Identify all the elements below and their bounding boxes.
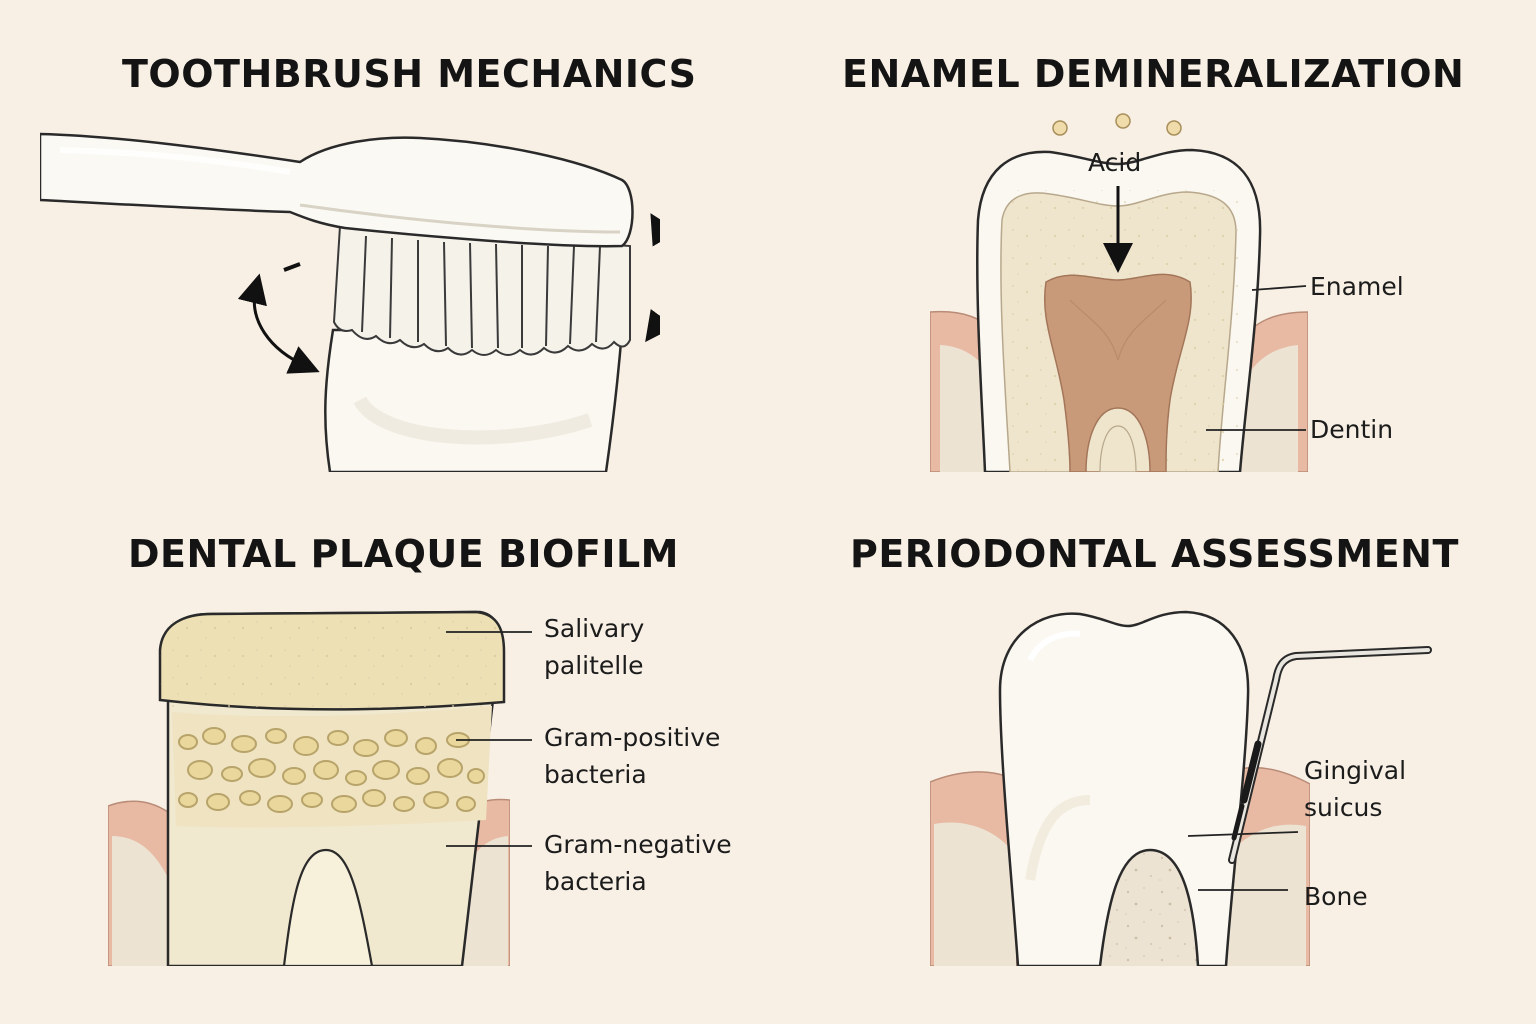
bone-label: Bone bbox=[1304, 882, 1368, 911]
motion-arrows bbox=[237, 213, 660, 374]
gram-positive-label-line2: bacteria bbox=[544, 760, 647, 789]
enamel-label: Enamel bbox=[1310, 272, 1404, 301]
gingival-label-line2: suicus bbox=[1304, 793, 1383, 822]
enamel-panel bbox=[930, 113, 1308, 472]
enamel-leader bbox=[1251, 285, 1307, 291]
dental-plaque-biofilm-title: DENTAL PLAQUE BIOFILM bbox=[128, 532, 679, 576]
acid-label: Acid bbox=[1088, 148, 1142, 177]
acid-particles bbox=[1052, 113, 1182, 136]
toothbrush-panel bbox=[40, 132, 660, 472]
periodontal-assessment-title: PERIODONTAL ASSESSMENT bbox=[850, 532, 1459, 576]
gingival-label-line1: Gingival bbox=[1304, 756, 1407, 785]
toothbrush-handle bbox=[40, 132, 634, 248]
salivary-label-line2: palitelle bbox=[544, 651, 644, 680]
bristles bbox=[332, 224, 631, 356]
toothbrush-mechanics-title: TOOTHBRUSH MECHANICS bbox=[122, 52, 697, 96]
periodontal-probe[interactable] bbox=[1228, 646, 1432, 864]
molar-tooth bbox=[998, 610, 1250, 966]
gram-positive-label-line1: Gram-positive bbox=[544, 723, 721, 752]
plaque-panel bbox=[108, 610, 532, 966]
pulp-chamber bbox=[1043, 273, 1192, 472]
gram-negative-label-line2: bacteria bbox=[544, 867, 647, 896]
salivary-label-line1: Salivary bbox=[544, 614, 645, 643]
bacteria-cells bbox=[178, 727, 485, 813]
dentin-label: Dentin bbox=[1310, 415, 1394, 444]
tooth-shape bbox=[324, 328, 624, 472]
gingival-leader bbox=[1187, 831, 1299, 837]
periodontal-panel bbox=[930, 610, 1432, 966]
root-canal bbox=[282, 848, 374, 966]
gram-negative-label-line1: Gram-negative bbox=[544, 830, 732, 859]
enamel-demineralization-title: ENAMEL DEMINERALIZATION bbox=[842, 52, 1465, 96]
